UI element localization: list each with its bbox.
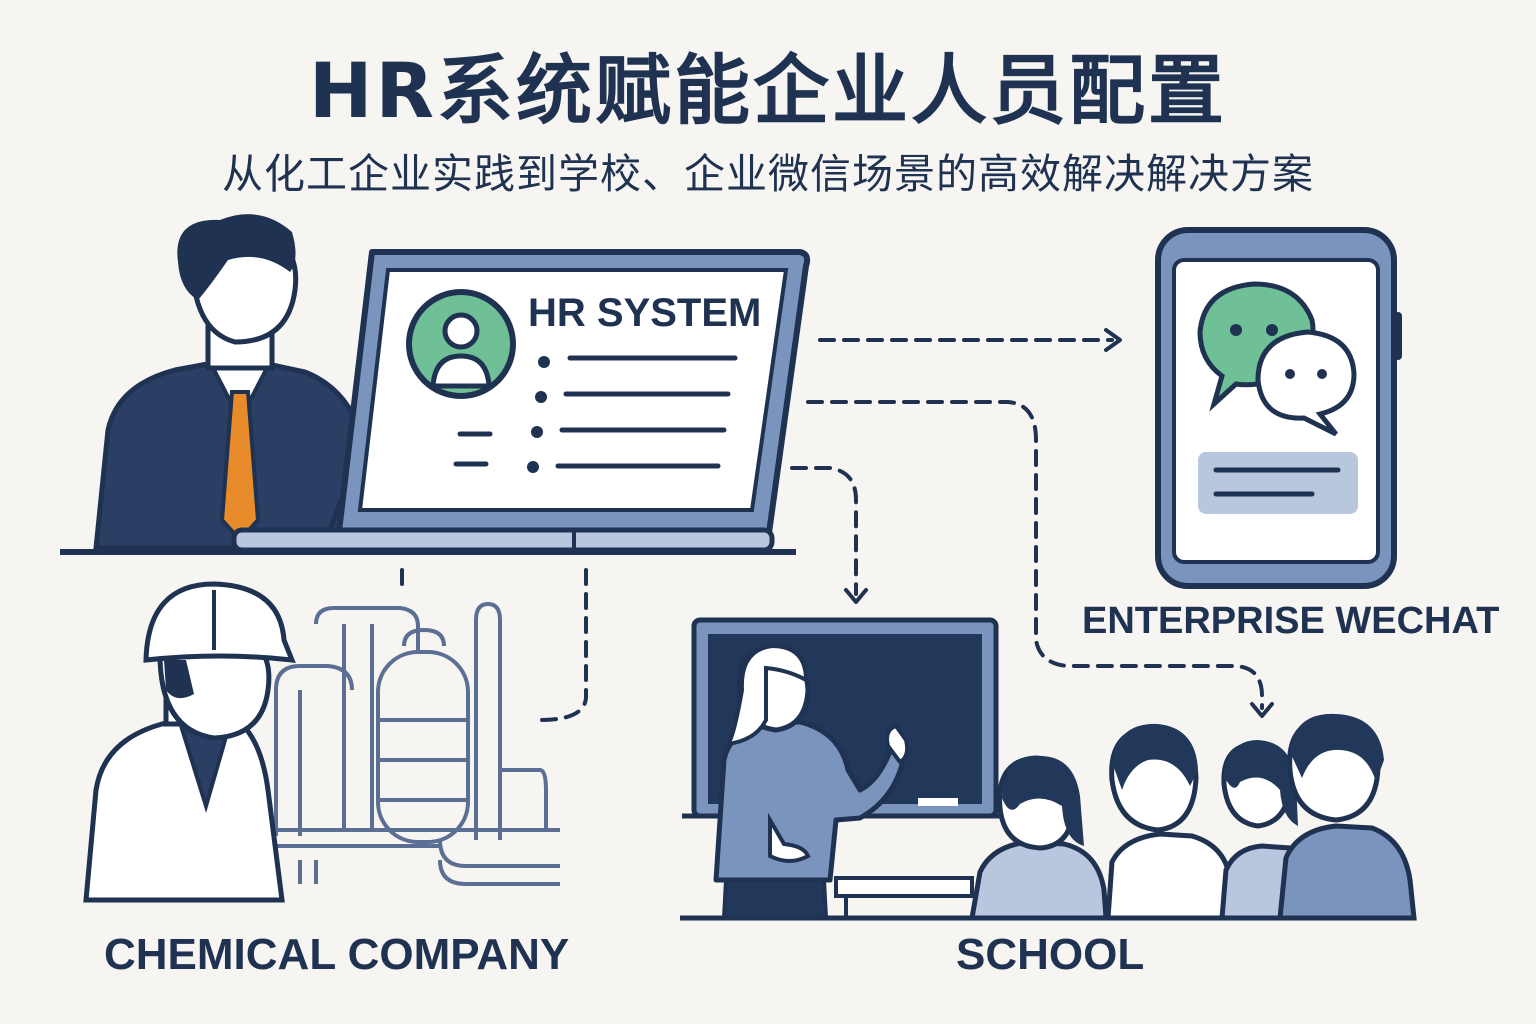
hr-system-title: HR SYSTEM [528, 291, 761, 335]
page-subtitle: 从化工企业实践到学校、企业微信场景的高效解决解决方案 [222, 150, 1314, 198]
chemical-plant-icon [240, 601, 560, 886]
chemical-company-label: CHEMICAL COMPANY [104, 930, 570, 979]
arrow-heads [844, 328, 1274, 718]
enterprise-wechat-label: ENTERPRISE WECHAT [1082, 600, 1500, 642]
flow-connectors [400, 338, 1264, 722]
school-label: SCHOOL [956, 930, 1145, 979]
engineer-illustration [83, 581, 296, 903]
chat-bubbles-icon [1197, 281, 1357, 437]
user-profile-icon [406, 289, 516, 399]
page-title: HR系统赋能企业人员配置 [308, 46, 1228, 135]
teacher-illustration [713, 643, 910, 920]
students-illustration [969, 713, 1417, 921]
hr-system-list [453, 355, 738, 473]
